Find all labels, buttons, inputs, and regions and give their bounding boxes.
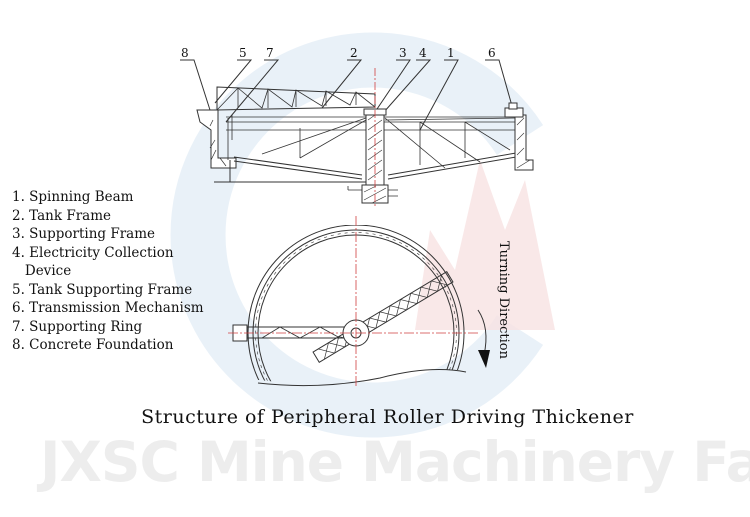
turning-arrow bbox=[477, 309, 487, 356]
diagram-title: Structure of Peripheral Roller Driving T… bbox=[141, 406, 634, 428]
callout-4: 4 bbox=[419, 46, 427, 60]
turning-direction-label: Turning Direction bbox=[496, 241, 511, 360]
legend-item: 4. Electricity Collection bbox=[12, 244, 174, 261]
legend-item: 1. Spinning Beam bbox=[12, 189, 134, 205]
callout-labels: 8 5 7 2 3 4 1 6 bbox=[181, 46, 496, 60]
legend-item: 5. Tank Supporting Frame bbox=[12, 281, 193, 298]
callout-7: 7 bbox=[266, 46, 274, 60]
callout-8: 8 bbox=[181, 46, 189, 60]
callout-5: 5 bbox=[239, 46, 247, 60]
legend-item: 8. Concrete Foundation bbox=[12, 337, 174, 353]
callout-1: 1 bbox=[447, 46, 455, 60]
watermark-text: JXSC Mine Machinery Factory bbox=[40, 430, 750, 494]
callout-2: 2 bbox=[350, 46, 358, 60]
legend: 1. Spinning Beam 2. Tank Frame 3. Suppor… bbox=[12, 188, 204, 355]
callout-3: 3 bbox=[399, 46, 407, 60]
legend-item: 2. Tank Frame bbox=[12, 207, 112, 224]
legend-item: 6. Transmission Mechanism bbox=[12, 300, 204, 316]
legend-item: 3. Supporting Frame bbox=[12, 226, 156, 242]
callout-6: 6 bbox=[488, 46, 496, 60]
arrow-head-icon bbox=[478, 350, 490, 368]
legend-item: Device bbox=[12, 263, 72, 279]
legend-item: 7. Supporting Ring bbox=[12, 318, 143, 335]
leader-lines bbox=[180, 59, 513, 131]
